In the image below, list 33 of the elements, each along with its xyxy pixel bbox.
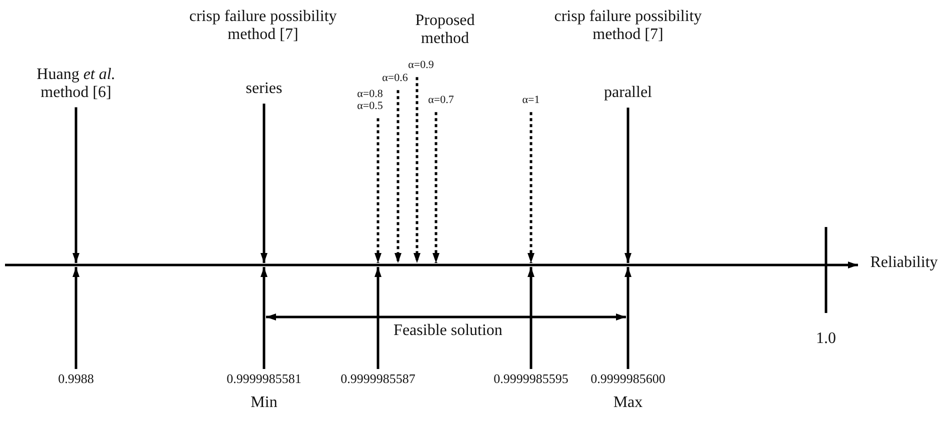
tick-label: 1.0 bbox=[816, 330, 836, 348]
value-label: 0.9999985595 bbox=[494, 372, 568, 386]
method-label: α=0.8 α=0.5 bbox=[357, 88, 383, 112]
method-label: α=0.7 bbox=[428, 94, 454, 106]
arrow bbox=[260, 104, 268, 263]
arrow bbox=[260, 267, 268, 369]
method-heading: crisp failure possibility method [7] bbox=[553, 8, 703, 45]
arrow bbox=[394, 90, 402, 263]
method-label: α=0.9 bbox=[408, 59, 434, 72]
arrow bbox=[528, 267, 534, 369]
arrow bbox=[624, 267, 632, 369]
arrow bbox=[374, 267, 382, 369]
arrow bbox=[374, 118, 382, 263]
arrow bbox=[72, 107, 80, 263]
arrow bbox=[528, 112, 534, 263]
arrow bbox=[72, 267, 80, 369]
value-label: 0.9999985600 bbox=[590, 372, 666, 386]
method-label: Huang et al. method [6] bbox=[26, 66, 126, 102]
arrow bbox=[414, 77, 420, 263]
value-label: 0.9988 bbox=[58, 372, 94, 386]
extreme-label: Max bbox=[613, 394, 643, 412]
method-label: α=1 bbox=[522, 94, 540, 106]
value-label: 0.9999985581 bbox=[226, 372, 302, 386]
method-label: α=0.6 bbox=[382, 72, 408, 84]
method-heading: crisp failure possibility method [7] bbox=[188, 8, 338, 45]
extreme-label: Min bbox=[250, 394, 278, 412]
arrow bbox=[624, 108, 632, 263]
method-label: parallel bbox=[604, 84, 652, 102]
axis-label: Reliability bbox=[870, 254, 938, 272]
arrow bbox=[432, 112, 440, 263]
method-heading: Proposed method bbox=[414, 12, 476, 49]
method-label: series bbox=[246, 80, 282, 98]
value-label: 0.9999985587 bbox=[340, 372, 416, 386]
